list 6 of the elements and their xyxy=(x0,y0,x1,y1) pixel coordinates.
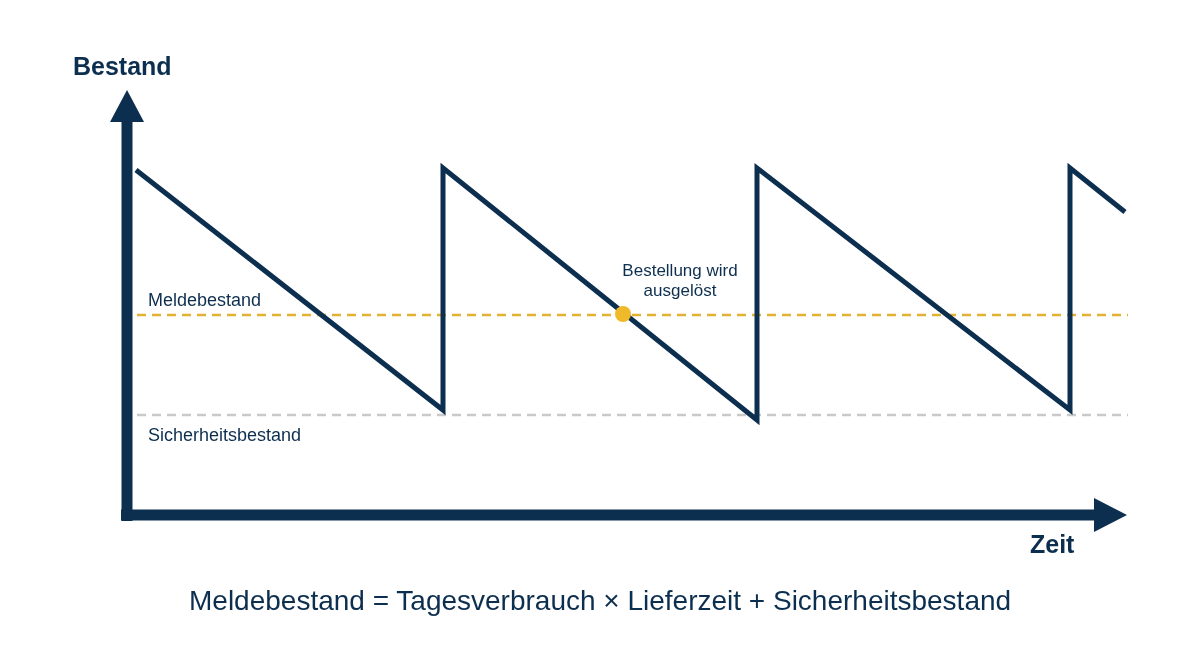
annotation-text: Bestellung wird ausgelöst xyxy=(621,261,739,302)
line-label: Meldebestand xyxy=(148,290,262,311)
formula-caption: Meldebestand = Tagesverbrauch × Lieferzeit + Sicherheitsbestand xyxy=(189,585,1012,617)
line-label: Sicherheitsbestand xyxy=(148,425,302,446)
axis-title: Zeit xyxy=(1030,530,1075,559)
axis-title: Bestand xyxy=(73,52,172,81)
